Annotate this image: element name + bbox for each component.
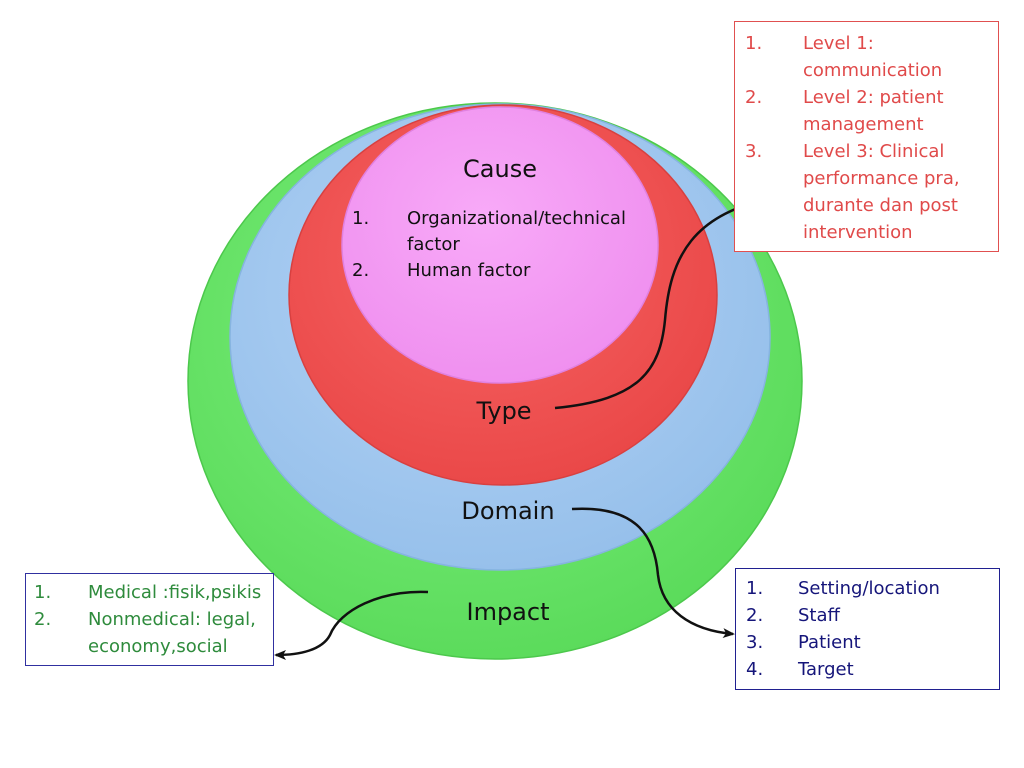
type-callout-item-text: Level 1: communication bbox=[803, 33, 943, 81]
type-callout-item-text: Level 2: patient management bbox=[803, 87, 944, 135]
cause-item: 1. Organizational/technical factor bbox=[352, 206, 652, 258]
type-title: Type bbox=[476, 397, 532, 425]
impact-callout-item-text: Medical :fisik,psikis bbox=[88, 582, 262, 603]
domain-callout-item-text: Patient bbox=[798, 632, 861, 653]
domain-callout-item: 1. Setting/location bbox=[746, 575, 991, 602]
domain-arrow bbox=[571, 507, 735, 639]
type-arrow bbox=[554, 192, 787, 410]
domain-callout-item-text: Setting/location bbox=[798, 578, 940, 599]
cause-item-number: 2. bbox=[352, 260, 370, 281]
cause-item-text: Human factor bbox=[407, 260, 531, 281]
impact-callout-item: 2. Nonmedical: legal, economy,social bbox=[34, 606, 267, 660]
domain-title: Domain bbox=[461, 497, 555, 525]
cause-title: Cause bbox=[463, 155, 537, 183]
type-callout-box: 1. Level 1: communication 2. Level 2: pa… bbox=[734, 21, 999, 252]
domain-callout-item-number: 1. bbox=[746, 578, 764, 599]
cause-layer bbox=[341, 106, 659, 384]
impact-title: Impact bbox=[466, 598, 550, 626]
type-callout-item: 3. Level 3: Clinical performance pra, du… bbox=[745, 138, 990, 246]
impact-callout-box: 1. Medical :fisik,psikis 2. Nonmedical: … bbox=[25, 573, 274, 666]
impact-callout-item: 1. Medical :fisik,psikis bbox=[34, 579, 267, 606]
domain-callout-item-number: 2. bbox=[746, 605, 764, 626]
cause-item-number: 1. bbox=[352, 208, 370, 229]
type-callout-item-number: 3. bbox=[745, 141, 763, 162]
cause-item-text: Organizational/technical factor bbox=[407, 208, 626, 255]
impact-callout-item-number: 2. bbox=[34, 609, 52, 630]
impact-callout-item-number: 1. bbox=[34, 582, 52, 603]
domain-callout-item-number: 3. bbox=[746, 632, 764, 653]
domain-callout-item: 2. Staff bbox=[746, 602, 991, 629]
domain-callout-item-text: Target bbox=[798, 659, 854, 680]
type-callout-item-number: 1. bbox=[745, 33, 763, 54]
cause-list: 1. Organizational/technical factor 2. Hu… bbox=[352, 206, 652, 284]
type-callout-item-number: 2. bbox=[745, 87, 763, 108]
type-callout-item: 2. Level 2: patient management bbox=[745, 84, 990, 138]
domain-callout-item-text: Staff bbox=[798, 605, 840, 626]
type-callout-item: 1. Level 1: communication bbox=[745, 30, 990, 84]
cause-item: 2. Human factor bbox=[352, 258, 652, 284]
domain-callout-item-number: 4. bbox=[746, 659, 764, 680]
impact-callout-item-text: Nonmedical: legal, economy,social bbox=[88, 609, 256, 657]
domain-callout-item: 3. Patient bbox=[746, 629, 991, 656]
impact-arrow bbox=[274, 590, 429, 660]
domain-callout-box: 1. Setting/location 2. Staff 3. Patient … bbox=[735, 568, 1000, 690]
type-callout-item-text: Level 3: Clinical performance pra, duran… bbox=[803, 141, 960, 243]
domain-callout-item: 4. Target bbox=[746, 656, 991, 683]
